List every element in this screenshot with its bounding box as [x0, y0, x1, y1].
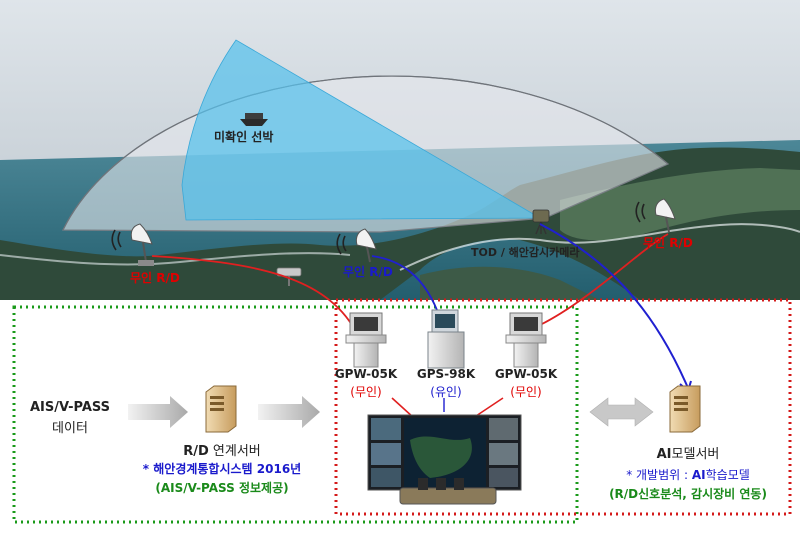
- link-right-radar-to-gpw: [539, 233, 669, 326]
- ai-server-title-prefix: AI: [656, 447, 672, 462]
- ai-server-note1-suffix: 학습모델: [705, 468, 750, 482]
- radar-antenna-right-icon: [635, 198, 676, 233]
- ship-icon: [240, 113, 268, 126]
- coverage-sector: [181, 39, 542, 221]
- ai-server-title: AI모델서버: [657, 443, 720, 462]
- control-room-video-wall-icon: [367, 414, 522, 505]
- flow-arrow-left-1: [128, 396, 188, 428]
- ais-source-line2: 데이터: [52, 421, 88, 436]
- rd-server-title: R/D 연계서버: [183, 440, 261, 459]
- radar-antenna-left-icon: [111, 223, 154, 266]
- ai-server-note2: (R/D신호분석, 감시장비 연동): [609, 487, 767, 501]
- unidentified-ship-label: 미확인 선박: [214, 130, 274, 144]
- radar-mid-label: 무인 R/D: [343, 265, 393, 279]
- rd-server-title-prefix: R/D: [183, 444, 209, 459]
- tod-camera-icon: [532, 209, 550, 235]
- radar-right-label: 무인 R/D: [643, 236, 693, 250]
- server-rd-link-icon: [205, 385, 237, 433]
- equipment-center-model: GPS-98K: [416, 367, 476, 381]
- bidirectional-arrow: [589, 397, 654, 427]
- ai-server-note1-highlight: AI: [691, 468, 706, 482]
- red-dotted-frame: [334, 298, 792, 516]
- ai-server-note1-prefix: * 개발범위 :: [626, 468, 692, 482]
- land-highlight: [560, 168, 800, 241]
- ais-source-line1: AIS/V-PASS: [29, 400, 111, 415]
- equipment-left-model: GPW-05K: [334, 367, 398, 381]
- radar-antenna-mid-icon: [336, 228, 377, 263]
- server-ai-model-icon: [669, 385, 701, 433]
- console-gps-center-icon: [427, 309, 465, 369]
- rd-server-note2: (AIS/V-PASS 정보제공): [155, 481, 289, 495]
- link-tod-to-ai-server: [539, 223, 689, 389]
- surf-line: [399, 223, 800, 271]
- console-gpw-right-icon: [505, 312, 547, 368]
- ai-server-title-suffix: 모델서버: [671, 447, 720, 462]
- equipment-center-type: (유인): [430, 385, 462, 399]
- connector-right: [475, 397, 504, 417]
- land-foreground: [420, 266, 600, 300]
- tod-camera-label: TOD / 해안감시카메라: [471, 246, 580, 259]
- console-gpw-left-icon: [345, 312, 387, 368]
- rd-server-title-suffix: 연계서버: [208, 444, 261, 459]
- rd-server-note1: * 해안경계통합시스템 2016년: [142, 462, 302, 476]
- radar-left-label: 무인 R/D: [130, 271, 180, 285]
- equipment-right-type: (무인): [510, 385, 542, 399]
- ai-server-note1: * 개발범위 : AI학습모델: [626, 466, 750, 483]
- equipment-right-model: GPW-05K: [494, 367, 558, 381]
- equipment-left-type: (무인): [350, 385, 382, 399]
- link-mid-radar-to-gps: [371, 255, 441, 319]
- surf-line: [0, 252, 351, 266]
- radar-range-arc-outline: [62, 75, 669, 231]
- link-left-radar-to-gpw: [151, 255, 353, 326]
- flow-arrow-left-2: [258, 396, 320, 428]
